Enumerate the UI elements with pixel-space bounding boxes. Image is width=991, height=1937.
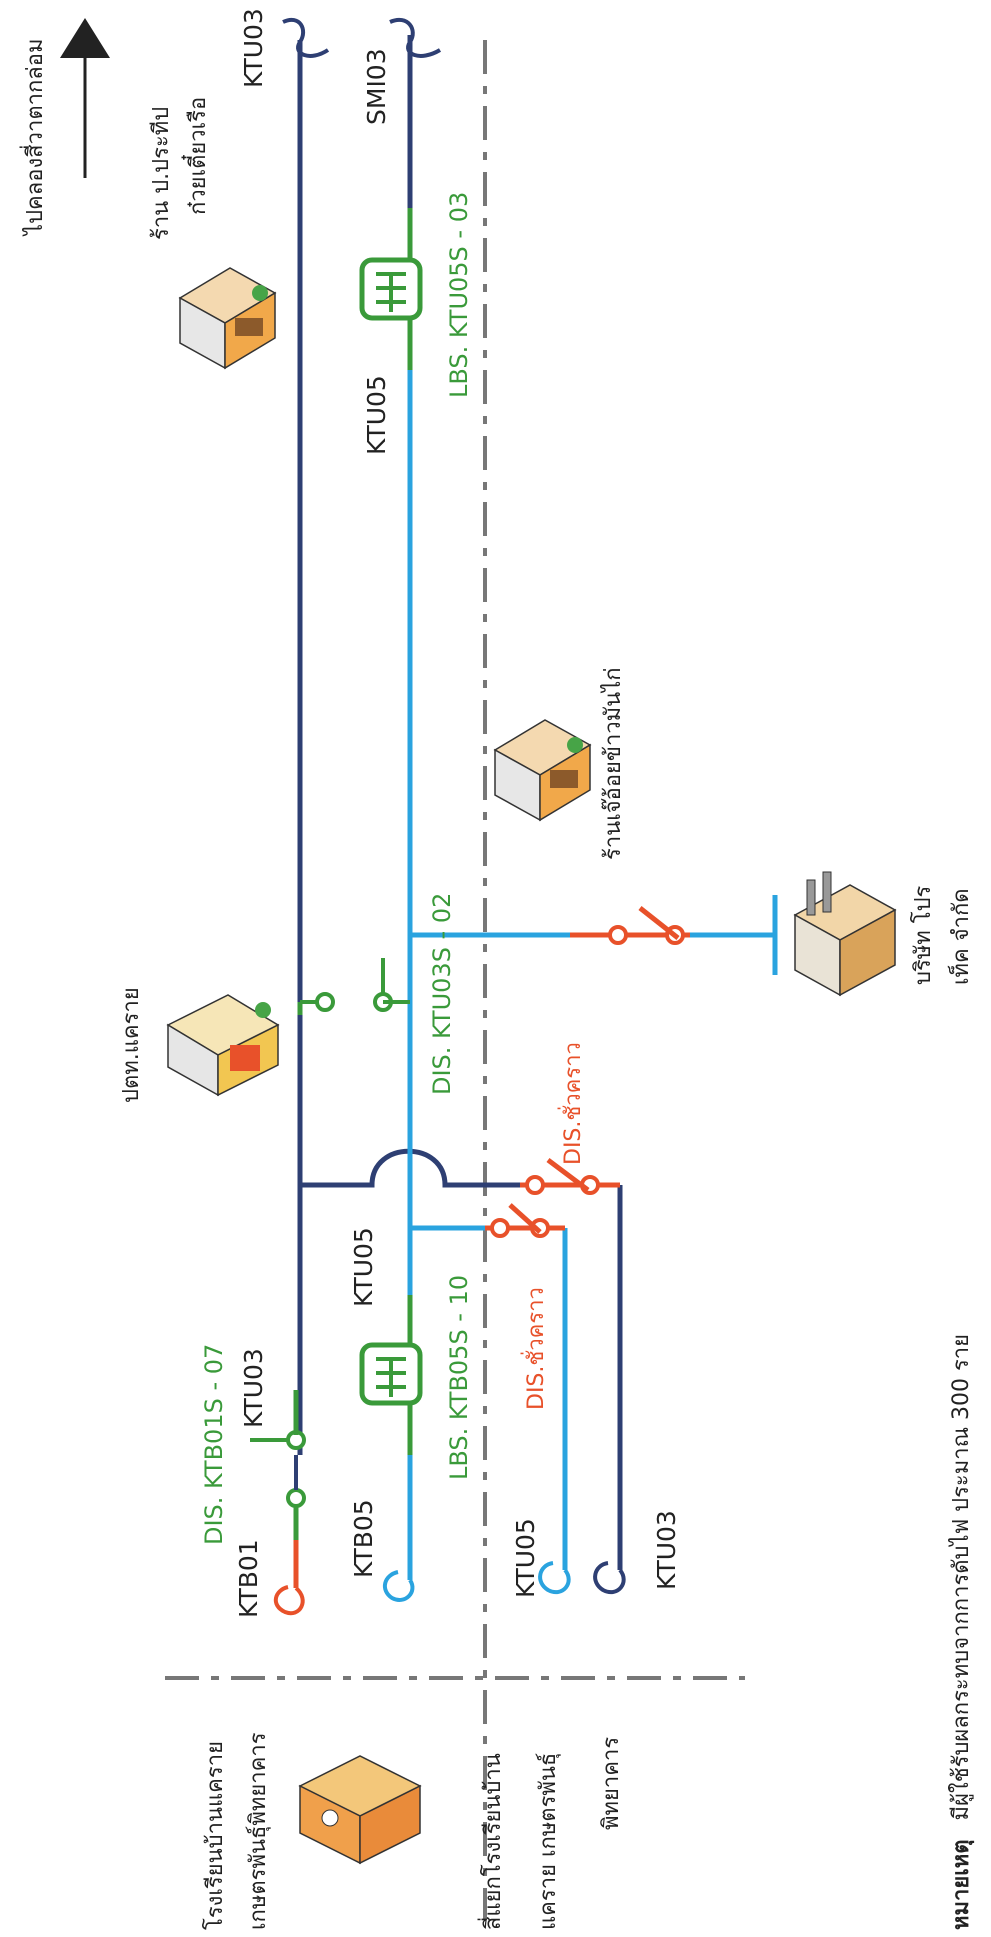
label-north-direction: ไปคลองสี่วาตากล่อม — [19, 39, 48, 237]
label-ktu05-mid: KTU05 — [349, 1227, 378, 1307]
lbs-switch-bottom[interactable] — [359, 1342, 423, 1406]
branch-dis-02-end — [690, 895, 778, 975]
svg-text:หมายเหตุ มีผู้ใช้รับผลกร: หมายเหตุ มีผู้ใช้รับผลกระทบจากการดับไฟ ป… — [948, 1334, 975, 1930]
footnote-text: มีผู้ใช้รับผลกระทบจากการดับไฟ ประมาณ 300… — [948, 1334, 974, 1820]
label-dis-temp-left: DIS.ชั่วคราว — [520, 1287, 549, 1410]
label-company-2: เท็ค จำกัด — [946, 888, 974, 985]
shop-building-icon — [178, 267, 277, 370]
dis-switch-ktb01s-07[interactable] — [250, 1430, 306, 1508]
label-post-office: ปตท.แคราย — [119, 987, 144, 1103]
disconnect-switch-company[interactable] — [608, 906, 685, 945]
label-lbs-10: LBS. KTB05S - 10 — [445, 1275, 473, 1480]
gas-station-icon — [166, 994, 280, 1097]
label-lbs-03: LBS. KTU05S - 03 — [445, 192, 473, 398]
label-ktu05-upper: KTU05 — [362, 375, 391, 455]
temp-switch-right[interactable] — [525, 1158, 600, 1195]
label-intersection-3: พิทยาคาร — [599, 1737, 624, 1830]
label-shop-top-2: ก๋วยเตี๋ยวเรือ — [181, 97, 211, 215]
temp-branch-dark-hook — [593, 1561, 626, 1594]
feeder-smi03-top-hook — [389, 18, 442, 58]
label-shop-top: ร้าน ป.ประทีป — [149, 107, 174, 240]
label-ktu03-bottom: KTU03 — [652, 1510, 681, 1590]
label-company: บริษัท โปร — [910, 885, 936, 985]
temp-switch-left[interactable] — [490, 1203, 550, 1238]
factory-icon — [793, 871, 897, 997]
label-intersection: สี่แยกโรงเรียนบ้าน — [477, 1753, 506, 1930]
label-school: โรงเรียนบ้านแคราย — [202, 1741, 228, 1930]
label-ktu03-mid: KTU03 — [239, 1348, 268, 1428]
dis-switch-ktu03s-02-b[interactable] — [373, 958, 410, 1012]
label-ktb05: KTB05 — [349, 1499, 378, 1578]
temp-branch-light-hook — [538, 1561, 571, 1594]
label-ktb01: KTB01 — [234, 1539, 263, 1618]
lbs-switch-top[interactable] — [359, 257, 423, 321]
feeder-ktu03-top-hook — [282, 18, 330, 58]
label-shop-mid: ร้านเจ๊อ้อยข้าวมันไก่ — [600, 667, 626, 860]
label-smi03: SMI03 — [362, 48, 391, 125]
feeder-ktb05-hook — [382, 1570, 415, 1602]
label-dis-02: DIS. KTU03S - 02 — [428, 893, 456, 1095]
footnote: หมายเหตุ มีผู้ใช้รับผลกระทบจากการดับไฟ ป… — [948, 1334, 975, 1930]
label-ktu05-bottom: KTU05 — [511, 1518, 540, 1598]
dis-switch-ktu03s-02-a[interactable] — [297, 992, 335, 1015]
label-intersection-2: แคราย เกษตรพันธุ์ — [536, 1753, 561, 1930]
feeder-ktb01-hook — [273, 1585, 305, 1616]
north-arrow-icon — [60, 18, 110, 178]
school-icon — [298, 1755, 422, 1865]
label-dis-temp-right: DIS.ชั่วคราว — [557, 1042, 586, 1165]
label-school-2: เกษตรพันธุ์พิทยาคาร — [246, 1732, 271, 1930]
label-dis-07: DIS. KTB01S - 07 — [200, 1344, 228, 1545]
shop-building-icon — [493, 719, 592, 822]
label-ktu03-top: KTU03 — [239, 8, 268, 88]
footnote-label: หมายเหตุ — [949, 1839, 975, 1930]
